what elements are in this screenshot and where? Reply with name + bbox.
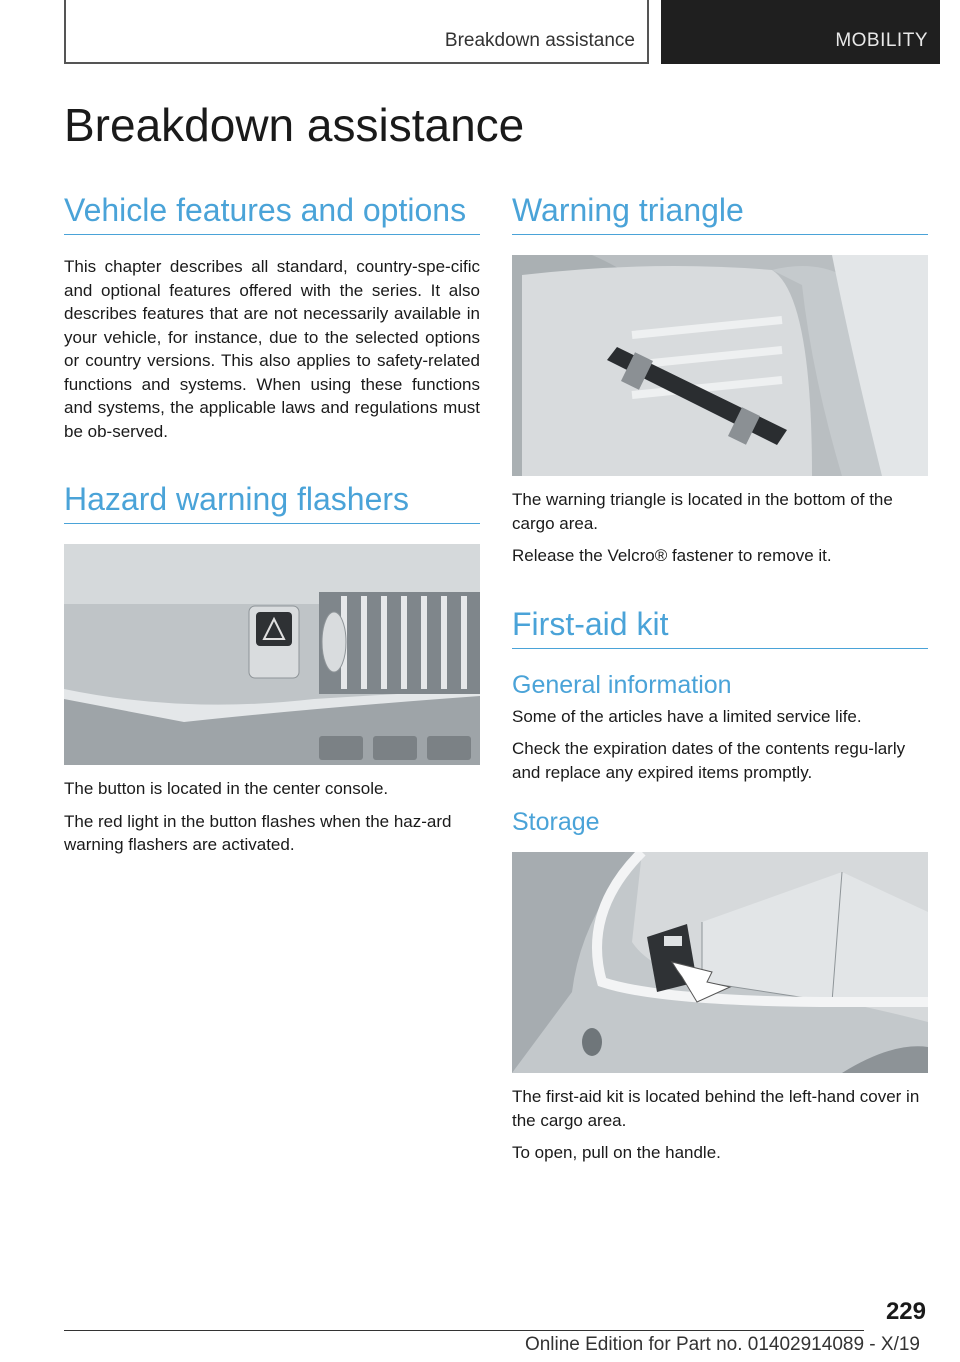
header-chapter-label: MOBILITY bbox=[835, 30, 928, 51]
footer-divider bbox=[64, 1330, 864, 1331]
general-information-paragraph-1: Some of the articles have a limited serv… bbox=[512, 706, 862, 726]
hazard-paragraph-2: The red light in the button flashes when… bbox=[64, 811, 452, 855]
warning-triangle-figure bbox=[512, 255, 928, 476]
storage-paragraph-2: To open, pull on the handle. bbox=[512, 1143, 721, 1162]
vehicle-features-heading: Vehicle features and options bbox=[64, 190, 480, 235]
hazard-paragraph-1: The button is located in the center cons… bbox=[64, 779, 389, 798]
storage-paragraph-1: The first-aid kit is located behind the … bbox=[512, 1087, 920, 1130]
first-aid-storage-figure bbox=[512, 852, 928, 1073]
footer-edition-text: Online Edition for Part no. 01402914089 … bbox=[524, 1334, 920, 1355]
warning-triangle-paragraph-2: Release the Velcro® fastener to remove i… bbox=[512, 546, 832, 565]
warning-triangle-heading: Warning triangle bbox=[512, 190, 928, 235]
first-aid-heading: First-aid kit bbox=[512, 604, 928, 649]
left-column: Vehicle features and options This chapte… bbox=[64, 190, 480, 857]
warning-triangle-paragraph-1: The warning triangle is located in the b… bbox=[512, 490, 893, 533]
vehicle-features-body: This chapter describes all standard, cou… bbox=[64, 257, 480, 441]
header-section-tab: Breakdown assistance bbox=[64, 0, 649, 64]
general-information-paragraph-2: Check the expiration dates of the conten… bbox=[512, 739, 906, 782]
header-chapter-tab: MOBILITY bbox=[661, 0, 940, 64]
hazard-button-figure bbox=[64, 544, 480, 765]
page-title: Breakdown assistance bbox=[64, 99, 525, 151]
page-number: 229 bbox=[885, 1298, 926, 1325]
header-section-label: Breakdown assistance bbox=[444, 30, 635, 51]
hazard-heading: Hazard warning flashers bbox=[64, 479, 480, 524]
right-column: Warning triangle The warning triangle is… bbox=[512, 190, 928, 1165]
general-information-heading: General information bbox=[512, 670, 732, 699]
storage-heading: Storage bbox=[512, 808, 600, 836]
